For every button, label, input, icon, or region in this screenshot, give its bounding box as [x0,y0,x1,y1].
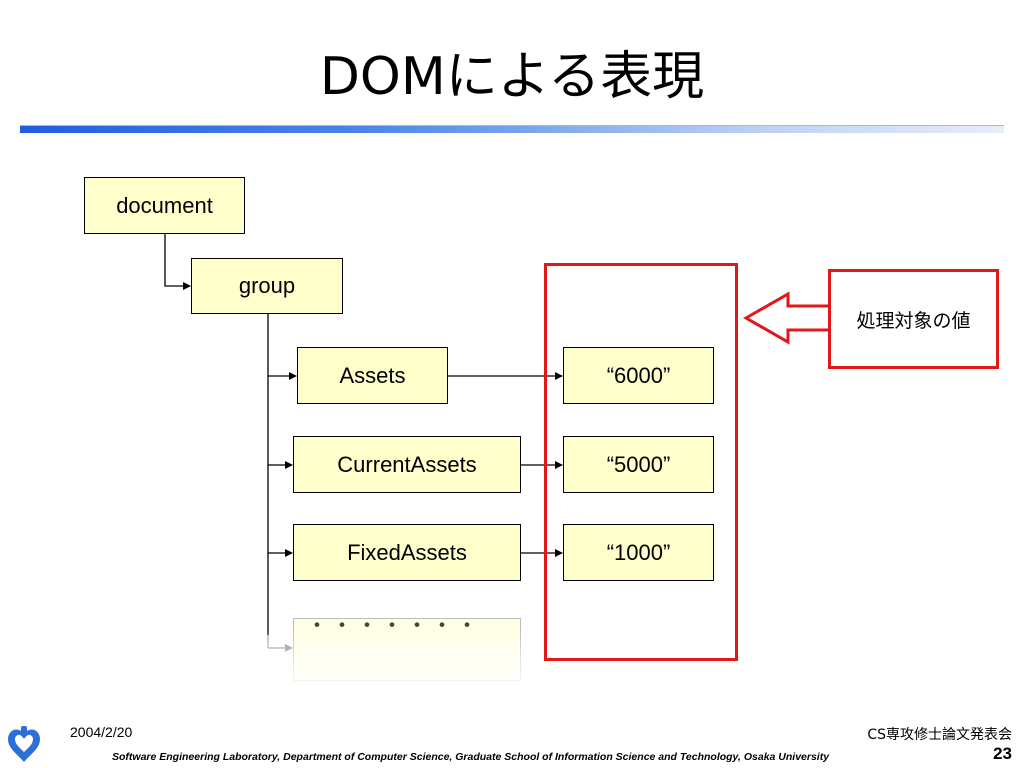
value-assets: “6000” [563,347,714,404]
title-underline [20,125,1004,133]
page-number: 23 [993,744,1012,763]
node-assets: Assets [297,347,448,404]
footer-date: 2004/2/20 [70,724,133,740]
values-highlight-box [544,263,738,661]
node-group: group [191,258,343,314]
value-currentassets: “5000” [563,436,714,493]
slide-title: DOMによる表現 [319,47,705,107]
callout-label: 処理対象の値 [828,269,999,369]
node-currentassets: CurrentAssets [293,436,521,493]
edge-document-group [164,233,191,290]
osaka-university-logo-icon [8,726,40,762]
fade-overlay [262,630,532,690]
node-document: document [84,177,245,234]
footer-conference: CS専攻修士論文発表会 [867,727,1012,743]
callout-arrow-icon [742,291,832,345]
value-fixedassets: “1000” [563,524,714,581]
footer-lab-line: Software Engineering Laboratory, Departm… [112,751,830,763]
node-fixedassets: FixedAssets [293,524,521,581]
title-underline-thin [20,125,1004,126]
